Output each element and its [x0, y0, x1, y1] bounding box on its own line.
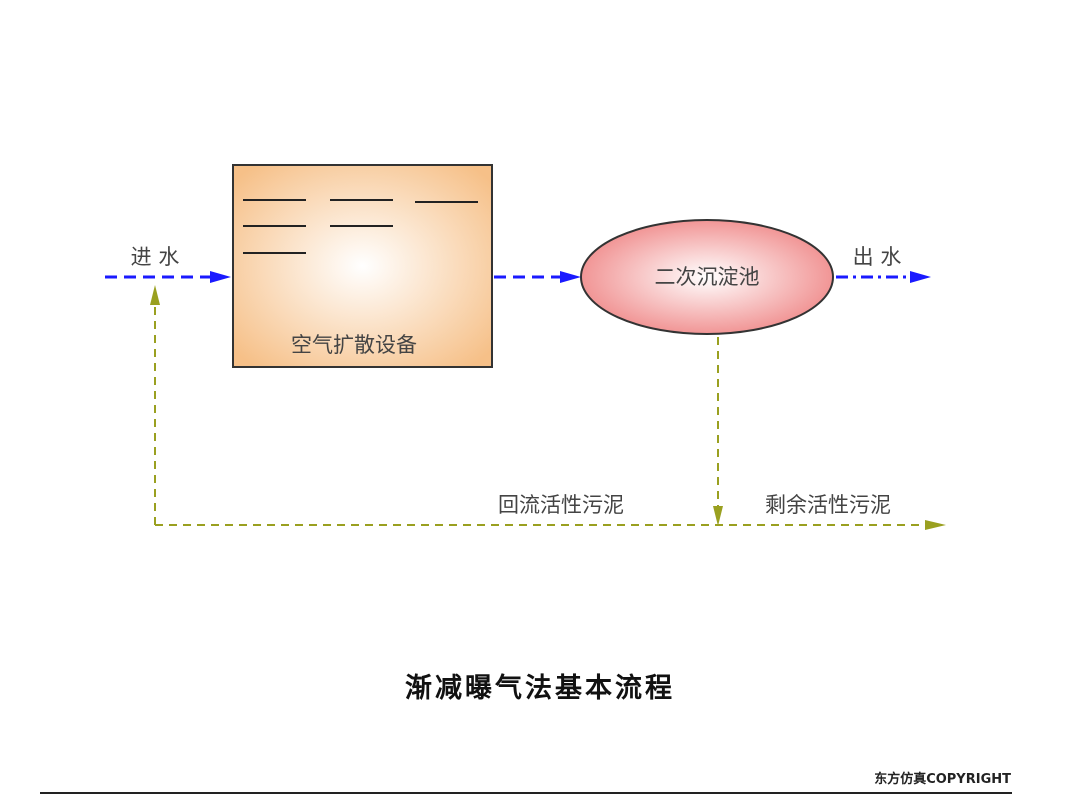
- return-sludge-label: 回流活性污泥: [498, 493, 624, 517]
- clarifier-label: 二次沉淀池: [655, 265, 760, 289]
- clarifier-inlet-arrow-icon: [560, 271, 581, 283]
- aeration-tank: 空气扩散设备: [232, 164, 493, 368]
- inlet-label: 进 水: [131, 245, 180, 269]
- aeration-box-label: 空气扩散设备: [291, 333, 417, 357]
- sludge-flow: [154, 302, 930, 526]
- sludge-down-arrow-icon: [713, 506, 723, 526]
- outlet-label: 出 水: [853, 245, 902, 269]
- waste-sludge-label: 剩余活性污泥: [765, 493, 891, 517]
- outlet-arrow-icon: [910, 271, 931, 283]
- inlet-arrow-icon: [210, 271, 231, 283]
- diffuser-lines: [243, 199, 478, 254]
- diagram-title: 渐减曝气法基本流程: [405, 673, 675, 704]
- copyright-text: 东方仿真COPYRIGHT: [874, 771, 1011, 787]
- secondary-clarifier: 二次沉淀池: [580, 219, 834, 335]
- return-up-arrow-icon: [150, 285, 160, 305]
- waste-arrow-icon: [925, 520, 946, 530]
